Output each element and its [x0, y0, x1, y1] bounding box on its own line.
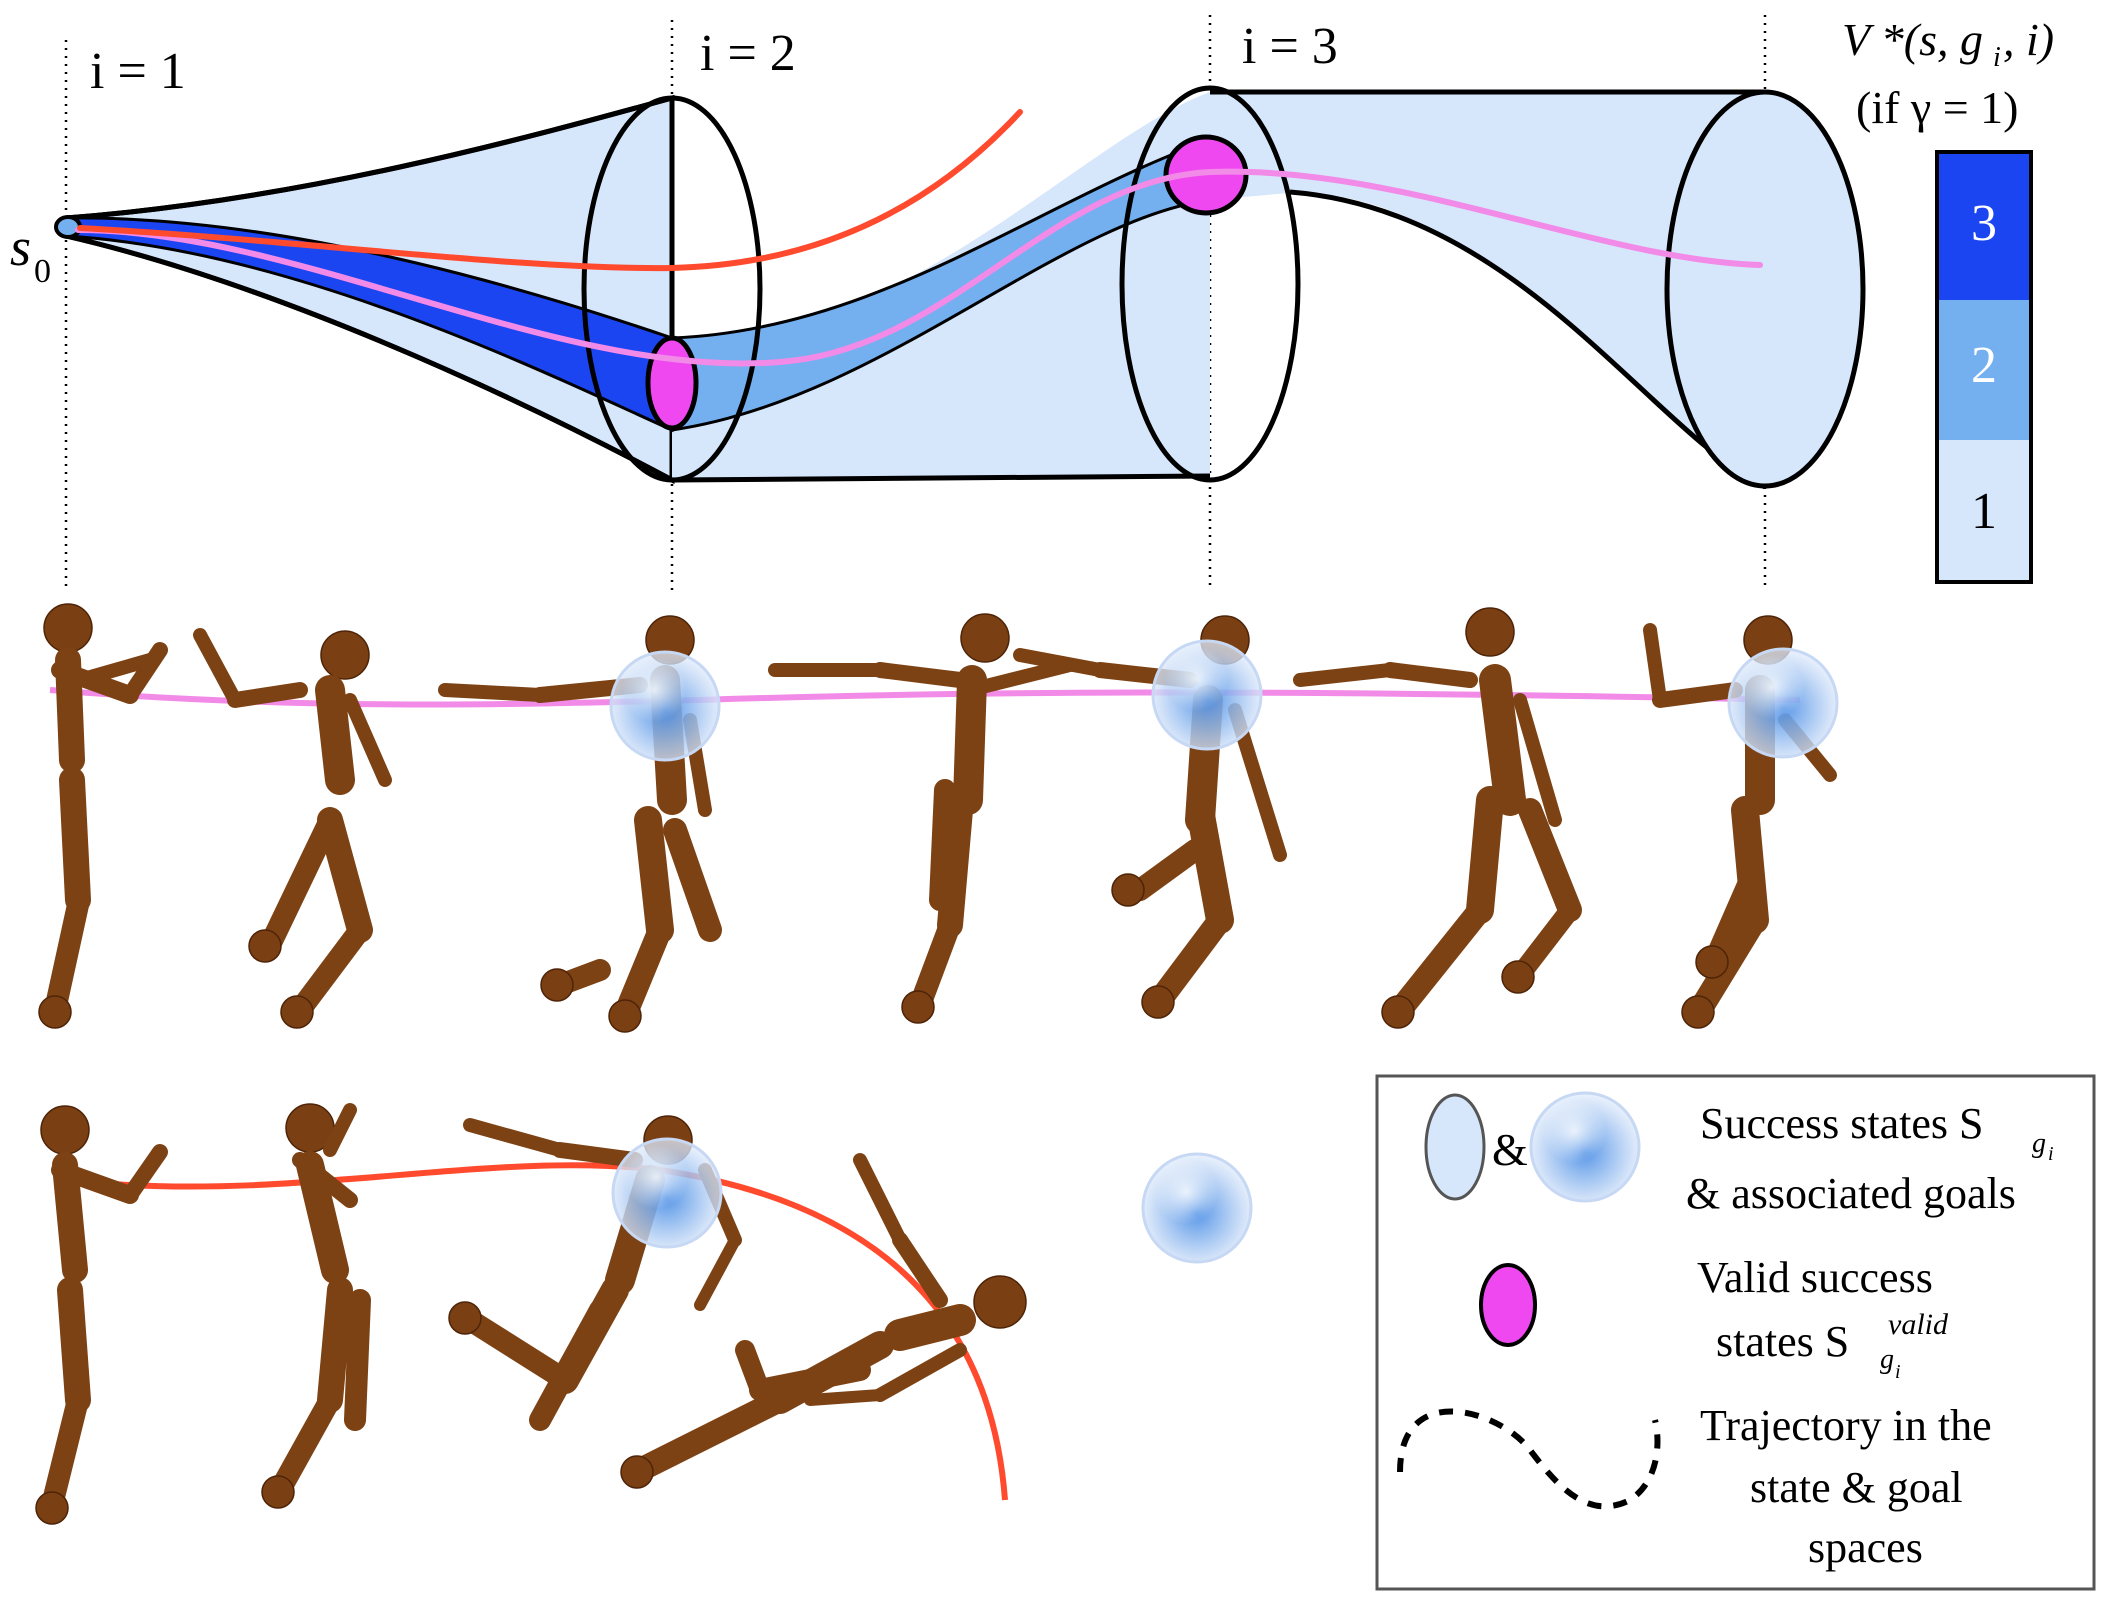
legend-goal-sphere-swatch	[1529, 1091, 1641, 1203]
legend-trajectory-line2: state & goal	[1750, 1463, 1963, 1512]
failed-rollout	[35, 1103, 1253, 1525]
character-pose-4	[768, 613, 1077, 1024]
legend-valid-line1: Valid success	[1697, 1253, 1933, 1302]
goal-sphere-2	[1151, 639, 1263, 751]
legend-valid-sub: g	[1880, 1344, 1894, 1375]
value-level-3-swatch	[1937, 152, 2031, 300]
legend-trajectory-line3: spaces	[1808, 1523, 1923, 1572]
legend-valid-swatch	[1479, 1263, 1537, 1347]
goal-sphere-3	[1727, 647, 1839, 759]
value-level-2-label: 2	[1971, 337, 1997, 394]
character-pose-1	[38, 603, 168, 1029]
legend-success-line1: Success states S	[1700, 1099, 1984, 1148]
funnel-diagram: i = 1 i = 2 i = 3 s 0	[10, 15, 1866, 590]
legend-valid-subsub: i	[1895, 1361, 1901, 1383]
goal-sphere-1	[609, 650, 721, 762]
failed-character-pose-3	[448, 1115, 742, 1431]
character-pose-3	[438, 615, 722, 1033]
value-scale-title-end: , i)	[2003, 14, 2054, 65]
start-state-marker	[54, 215, 82, 239]
legend-trajectory-swatch	[1397, 1408, 1661, 1510]
legend-trajectory-line1: Trajectory in the	[1700, 1401, 1992, 1450]
cone-1-outline	[65, 95, 674, 483]
successful-rollout-trajectory	[49, 687, 1801, 708]
successful-rollout	[38, 603, 1839, 1033]
value-scale: V *(s, g i , i) (if γ = 1) 3 2 1	[1842, 14, 2054, 584]
character-pose-6	[1293, 607, 1582, 1029]
legend-valid-line2: states S	[1716, 1317, 1849, 1366]
legend-ampersand: &	[1492, 1124, 1528, 1175]
step-label-3: i = 3	[1242, 18, 1338, 75]
success-set-ellipse-4	[1664, 89, 1866, 489]
failed-rollout-trajectory	[99, 1162, 1008, 1501]
value-scale-title-sub: i	[1993, 42, 2001, 73]
value-level-1-swatch	[1937, 440, 2031, 582]
success-set-ellipse-3	[1119, 85, 1301, 483]
failed-character-pose-2	[261, 1103, 371, 1509]
legend-success-ellipse-swatch	[1424, 1093, 1486, 1201]
failed-goal-sphere-2	[1141, 1152, 1253, 1264]
character-pose-2	[193, 628, 392, 1029]
success-region-cone-3	[1210, 92, 1765, 487]
failed-character-pose-4	[620, 1153, 1027, 1489]
failed-goal-sphere-1	[611, 1137, 723, 1249]
value-scale-condition: (if γ = 1)	[1856, 82, 2019, 133]
value-scale-border	[1935, 150, 2033, 584]
legend: & Success states S g i & associated goal…	[1375, 1074, 2096, 1591]
start-state-subscript: 0	[34, 253, 51, 290]
legend-success-subsub: i	[2048, 1143, 2054, 1165]
successful-trajectory	[75, 168, 1763, 367]
value-level-1-label: 1	[1971, 483, 1997, 540]
value-level-3-label: 3	[1971, 195, 1997, 252]
step-label-1: i = 1	[90, 43, 186, 100]
value-level-2-swatch	[1937, 300, 2031, 440]
failed-character-pose-1	[35, 1105, 168, 1525]
success-set-ellipse-2	[581, 95, 763, 483]
start-state-label: s	[10, 217, 31, 277]
legend-valid-sup: valid	[1888, 1308, 1949, 1341]
legend-success-sub: g	[2032, 1128, 2046, 1159]
legend-success-line2: & associated goals	[1686, 1169, 2016, 1218]
failed-trajectory	[77, 109, 1023, 272]
valid-success-state-2	[645, 335, 699, 431]
cone-2-outline	[671, 473, 1211, 483]
step-label-2: i = 2	[700, 25, 796, 82]
value-scale-title: V *(s, g	[1842, 14, 1983, 65]
